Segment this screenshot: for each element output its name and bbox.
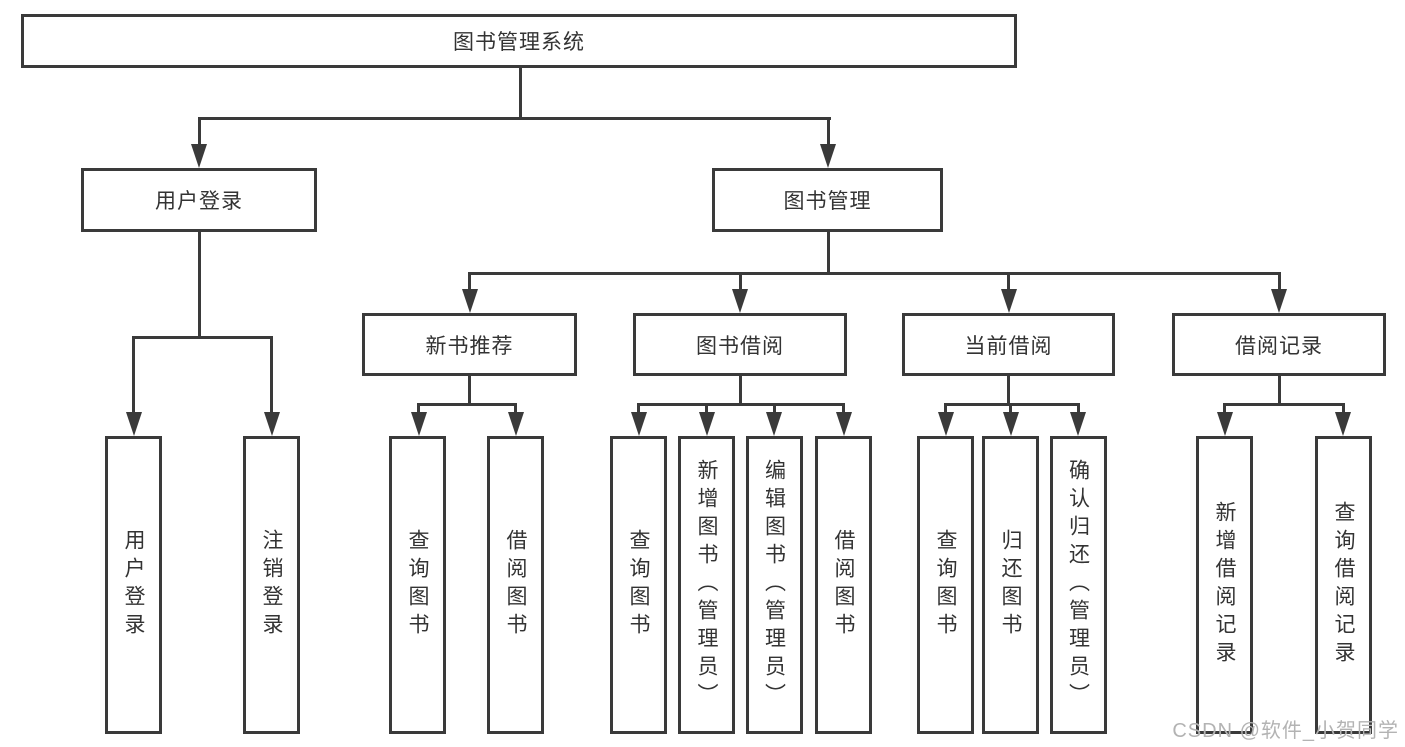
node-leaf-bb-edit-books-admin: 编辑图书（管理员） — [745, 436, 803, 734]
edge-stem-bb-query — [637, 403, 640, 414]
node-new-book-rec: 新书推荐 — [362, 313, 577, 376]
edge-stem-cb-return — [1009, 403, 1012, 414]
node-leaf-bb-query-books: 查询图书 — [610, 436, 667, 734]
node-leaf-br-add-record: 新增借阅记录 — [1196, 436, 1253, 734]
node-leaf-br-add-record-label: 新增借阅记录 — [1213, 501, 1236, 669]
arrowhead-new-book-rec — [461, 289, 478, 313]
node-leaf-user-login: 用户登录 — [105, 436, 162, 734]
edge-book-borrow-vline — [738, 376, 742, 406]
node-user-login-label: 用户登录 — [155, 190, 243, 213]
edge-stem-leaf-login — [132, 336, 135, 414]
node-system-root: 图书管理系统 — [21, 14, 1017, 68]
arrowhead-rec-borrow — [507, 412, 524, 436]
node-system-root-label: 图书管理系统 — [453, 31, 585, 54]
arrowhead-bb-add — [698, 412, 715, 436]
node-user-login: 用户登录 — [81, 168, 317, 232]
edge-root-vline — [518, 68, 522, 118]
node-leaf-cb-confirm-return-admin-label: 确认归还（管理员） — [1066, 459, 1090, 711]
edge-stem-cb-query — [944, 403, 947, 414]
node-leaf-br-query-record: 查询借阅记录 — [1315, 436, 1372, 734]
arrowhead-user-login — [191, 144, 207, 168]
node-current-borrow-label: 当前借阅 — [964, 334, 1053, 358]
edge-stem-book-mgmt — [826, 117, 830, 145]
arrowhead-book-mgmt — [820, 144, 836, 168]
node-leaf-bb-edit-books-admin-label: 编辑图书（管理员） — [762, 459, 786, 711]
edge-new-book-rec-vline — [468, 376, 471, 406]
edge-user-login-bus — [132, 336, 273, 339]
edge-root-bus — [197, 117, 831, 120]
node-borrow-records: 借阅记录 — [1172, 313, 1386, 376]
node-borrow-records-label: 借阅记录 — [1235, 334, 1323, 358]
node-new-book-rec-label: 新书推荐 — [425, 334, 514, 358]
csdn-watermark: CSDN @软件_小贺同学 — [1172, 720, 1399, 742]
node-book-mgmt-label: 图书管理 — [783, 190, 872, 213]
arrowhead-bb-edit — [766, 412, 782, 436]
arrowhead-rec-query — [410, 412, 427, 436]
node-leaf-logout: 注销登录 — [243, 436, 300, 734]
node-leaf-bb-query-books-label: 查询图书 — [627, 529, 650, 641]
arrowhead-cb-return — [1002, 412, 1019, 436]
arrowhead-bb-borrow — [835, 412, 852, 436]
edge-book-mgmt-vline — [826, 232, 830, 274]
node-leaf-rec-borrow-books: 借阅图书 — [487, 436, 544, 734]
edge-stem-rec-query — [417, 403, 420, 414]
node-leaf-bb-add-books-admin: 新增图书（管理员） — [678, 436, 735, 734]
arrowhead-borrow-records — [1271, 289, 1287, 313]
arrowhead-cb-confirm — [1070, 412, 1086, 436]
edge-stem-bb-add — [705, 403, 708, 414]
node-leaf-br-query-record-label: 查询借阅记录 — [1332, 501, 1355, 669]
arrowhead-cb-query — [937, 412, 954, 436]
edge-book-borrow-bus — [638, 403, 845, 406]
edge-stem-new-book-rec — [468, 272, 471, 290]
edge-stem-current-borrow — [1007, 272, 1010, 290]
node-leaf-cb-query-books-label: 查询图书 — [934, 529, 957, 641]
arrowhead-leaf-login — [125, 412, 142, 436]
edge-current-borrow-bus — [945, 403, 1079, 406]
edge-stem-bb-borrow — [842, 403, 845, 414]
node-leaf-cb-return-books: 归还图书 — [982, 436, 1039, 734]
node-book-borrow-label: 图书借阅 — [696, 334, 784, 358]
edge-stem-br-query — [1341, 403, 1345, 414]
arrowhead-bb-query — [630, 412, 647, 436]
arrowhead-leaf-logout — [263, 412, 280, 436]
edge-new-book-rec-bus — [418, 403, 517, 406]
edge-stem-br-add — [1223, 403, 1226, 414]
node-leaf-cb-query-books: 查询图书 — [917, 436, 974, 734]
node-leaf-bb-borrow-books: 借阅图书 — [815, 436, 872, 734]
node-leaf-logout-label: 注销登录 — [260, 529, 283, 641]
arrowhead-current-borrow — [1000, 289, 1017, 313]
edge-borrow-records-vline — [1277, 376, 1281, 406]
node-leaf-cb-return-books-label: 归还图书 — [999, 529, 1022, 641]
node-leaf-bb-add-books-admin-label: 新增图书（管理员） — [695, 459, 718, 711]
edge-stem-borrow-records — [1277, 272, 1281, 290]
edge-stem-rec-borrow — [514, 403, 517, 414]
node-leaf-rec-query-books: 查询图书 — [389, 436, 446, 734]
node-book-borrow: 图书借阅 — [633, 313, 847, 376]
edge-borrow-records-bus — [1224, 403, 1344, 406]
edge-book-mgmt-bus — [469, 272, 1280, 275]
arrowhead-br-add — [1216, 412, 1233, 436]
node-leaf-user-login-label: 用户登录 — [122, 529, 145, 641]
node-leaf-bb-borrow-books-label: 借阅图书 — [832, 529, 855, 641]
edge-stem-user-login — [197, 117, 201, 145]
arrowhead-br-query — [1335, 412, 1351, 436]
arrowhead-book-borrow — [732, 289, 748, 313]
edge-user-login-vline — [197, 232, 201, 338]
edge-stem-leaf-logout — [270, 336, 273, 414]
node-leaf-rec-query-books-label: 查询图书 — [406, 529, 429, 641]
edge-stem-cb-confirm — [1076, 403, 1080, 414]
edge-current-borrow-vline — [1007, 376, 1010, 406]
edge-stem-book-borrow — [738, 272, 742, 290]
node-current-borrow: 当前借阅 — [902, 313, 1115, 376]
node-leaf-cb-confirm-return-admin: 确认归还（管理员） — [1049, 436, 1107, 734]
node-book-mgmt: 图书管理 — [712, 168, 943, 232]
edge-stem-bb-edit — [772, 403, 776, 414]
node-leaf-rec-borrow-books-label: 借阅图书 — [504, 529, 527, 641]
